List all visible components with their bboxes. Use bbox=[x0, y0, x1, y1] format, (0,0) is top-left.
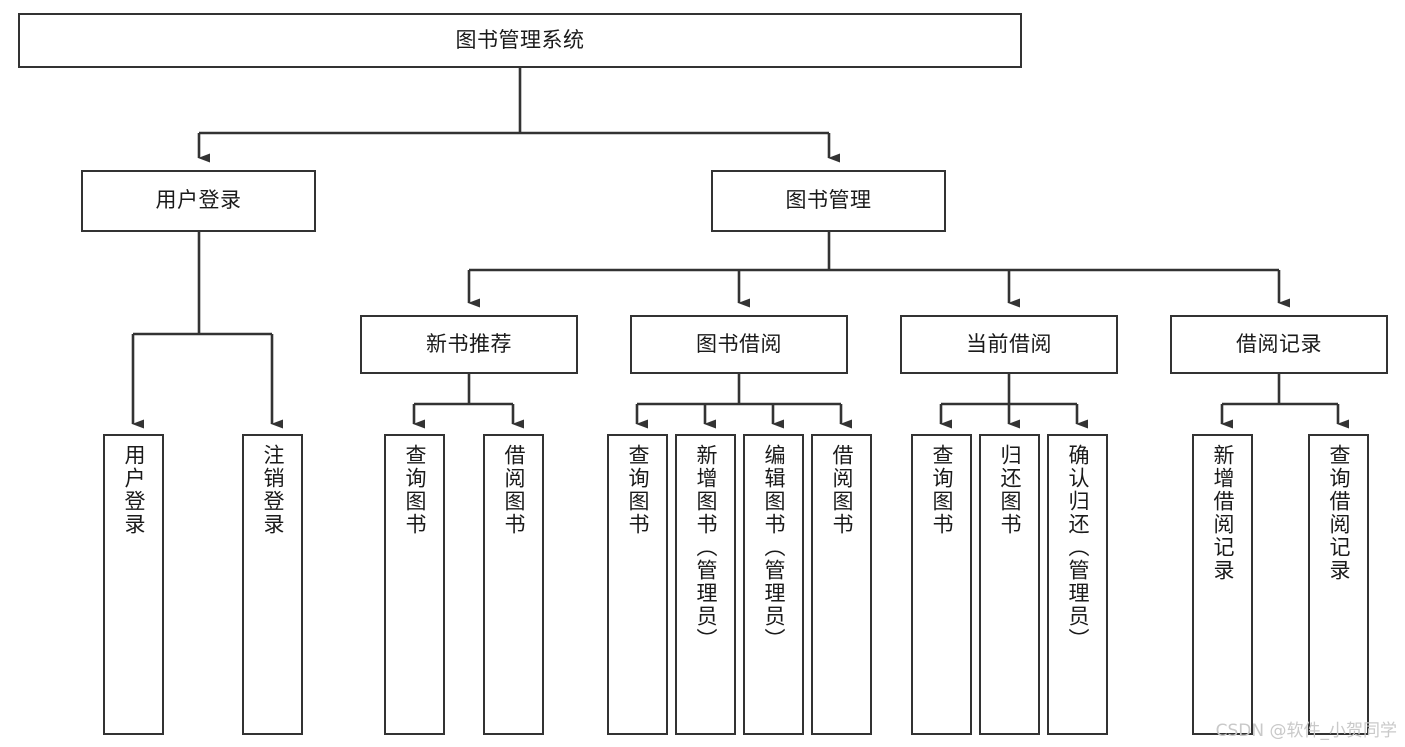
node-leaf-query-book-3-label: 查询图书 bbox=[930, 444, 954, 536]
node-root-label: 图书管理系统 bbox=[455, 27, 585, 52]
node-leaf-user-login-label: 用户登录 bbox=[122, 444, 146, 536]
node-new-book-recommend[interactable]: 新书推荐 bbox=[360, 315, 578, 374]
node-user-login[interactable]: 用户登录 bbox=[81, 170, 316, 232]
node-leaf-query-borrow-record[interactable]: 查询借阅记录 bbox=[1308, 434, 1369, 735]
node-leaf-add-borrow-record[interactable]: 新增借阅记录 bbox=[1192, 434, 1253, 735]
node-leaf-query-book-2-label: 查询图书 bbox=[626, 444, 650, 536]
node-leaf-query-book-1[interactable]: 查询图书 bbox=[384, 434, 445, 735]
node-borrow-record[interactable]: 借阅记录 bbox=[1170, 315, 1388, 374]
node-user-login-label: 用户登录 bbox=[155, 188, 242, 213]
node-book-borrow[interactable]: 图书借阅 bbox=[630, 315, 848, 374]
node-leaf-confirm-return-admin[interactable]: 确认归还（管理员） bbox=[1047, 434, 1108, 735]
node-leaf-query-book-3[interactable]: 查询图书 bbox=[911, 434, 972, 735]
node-leaf-logout-login-label: 注销登录 bbox=[261, 444, 285, 536]
node-borrow-record-label: 借阅记录 bbox=[1236, 331, 1322, 356]
node-book-manage-label: 图书管理 bbox=[785, 188, 872, 213]
node-leaf-query-book-2[interactable]: 查询图书 bbox=[607, 434, 668, 735]
node-leaf-add-book-admin-label: 新增图书（管理员） bbox=[694, 444, 718, 651]
node-leaf-add-book-admin[interactable]: 新增图书（管理员） bbox=[675, 434, 736, 735]
node-leaf-add-borrow-record-label: 新增借阅记录 bbox=[1211, 444, 1235, 582]
node-leaf-return-book[interactable]: 归还图书 bbox=[979, 434, 1040, 735]
node-leaf-edit-book-admin[interactable]: 编辑图书（管理员） bbox=[743, 434, 804, 735]
node-book-borrow-label: 图书借阅 bbox=[696, 331, 782, 356]
node-leaf-query-book-1-label: 查询图书 bbox=[403, 444, 427, 536]
node-root[interactable]: 图书管理系统 bbox=[18, 13, 1022, 68]
node-current-borrow[interactable]: 当前借阅 bbox=[900, 315, 1118, 374]
node-leaf-user-login[interactable]: 用户登录 bbox=[103, 434, 164, 735]
node-leaf-confirm-return-admin-label: 确认归还（管理员） bbox=[1066, 444, 1090, 651]
node-leaf-borrow-book-1-label: 借阅图书 bbox=[502, 444, 526, 536]
node-leaf-borrow-book-2[interactable]: 借阅图书 bbox=[811, 434, 872, 735]
node-current-borrow-label: 当前借阅 bbox=[966, 331, 1052, 356]
node-new-book-recommend-label: 新书推荐 bbox=[426, 331, 512, 356]
node-book-manage[interactable]: 图书管理 bbox=[711, 170, 946, 232]
node-leaf-borrow-book-2-label: 借阅图书 bbox=[830, 444, 854, 536]
node-leaf-logout-login[interactable]: 注销登录 bbox=[242, 434, 303, 735]
node-leaf-edit-book-admin-label: 编辑图书（管理员） bbox=[762, 444, 786, 651]
node-leaf-borrow-book-1[interactable]: 借阅图书 bbox=[483, 434, 544, 735]
node-leaf-return-book-label: 归还图书 bbox=[998, 444, 1022, 536]
node-leaf-query-borrow-record-label: 查询借阅记录 bbox=[1327, 444, 1351, 582]
